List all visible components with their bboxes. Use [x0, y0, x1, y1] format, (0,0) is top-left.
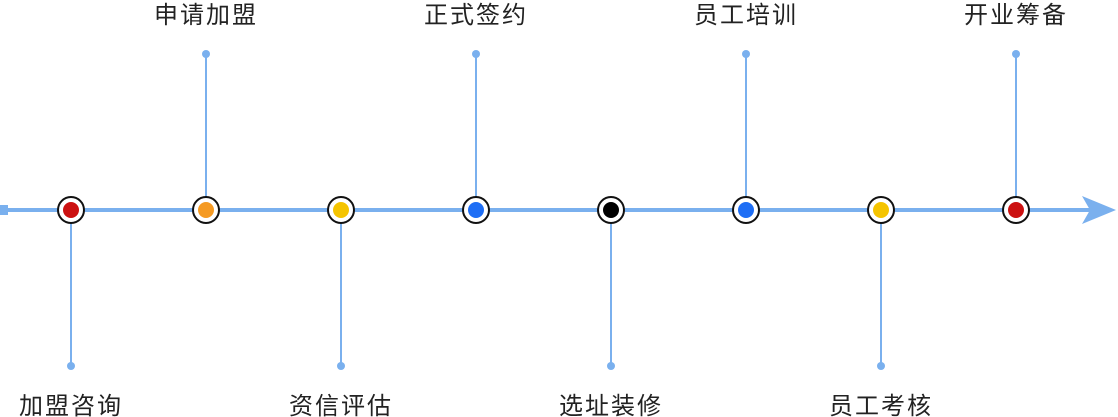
step-label: 资信评估 [289, 392, 393, 417]
step-label: 加盟咨询 [19, 392, 123, 417]
timeline-axis [0, 196, 1116, 224]
timeline-step: 选址装修 [559, 196, 663, 417]
step-node-dot [873, 202, 889, 218]
timeline-step: 员工考核 [829, 196, 933, 417]
step-node-dot [1008, 202, 1024, 218]
step-connector-endpoint [607, 362, 615, 370]
step-connector-endpoint [742, 50, 750, 58]
step-connector-endpoint [877, 362, 885, 370]
step-connector-endpoint [67, 362, 75, 370]
step-label: 选址装修 [559, 392, 663, 417]
timeline-step: 资信评估 [289, 196, 393, 417]
axis-arrowhead [1082, 196, 1116, 224]
step-node-dot [198, 202, 214, 218]
timeline-step: 员工培训 [694, 1, 798, 224]
timeline-step: 申请加盟 [154, 1, 258, 224]
step-label: 员工考核 [829, 392, 933, 417]
step-node-dot [63, 202, 79, 218]
step-label: 正式签约 [424, 1, 528, 29]
step-connector-endpoint [472, 50, 480, 58]
step-node-dot [738, 202, 754, 218]
step-connector-endpoint [202, 50, 210, 58]
step-label: 开业筹备 [964, 1, 1068, 29]
step-connector-endpoint [1012, 50, 1020, 58]
step-label: 员工培训 [694, 1, 798, 29]
step-node-dot [603, 202, 619, 218]
timeline-step: 开业筹备 [964, 1, 1068, 224]
axis-start-cap [0, 205, 8, 215]
step-node-dot [333, 202, 349, 218]
step-node-dot [468, 202, 484, 218]
timeline-step: 加盟咨询 [19, 196, 123, 417]
step-connector-endpoint [337, 362, 345, 370]
step-label: 申请加盟 [154, 1, 258, 29]
timeline-step: 正式签约 [424, 1, 528, 224]
